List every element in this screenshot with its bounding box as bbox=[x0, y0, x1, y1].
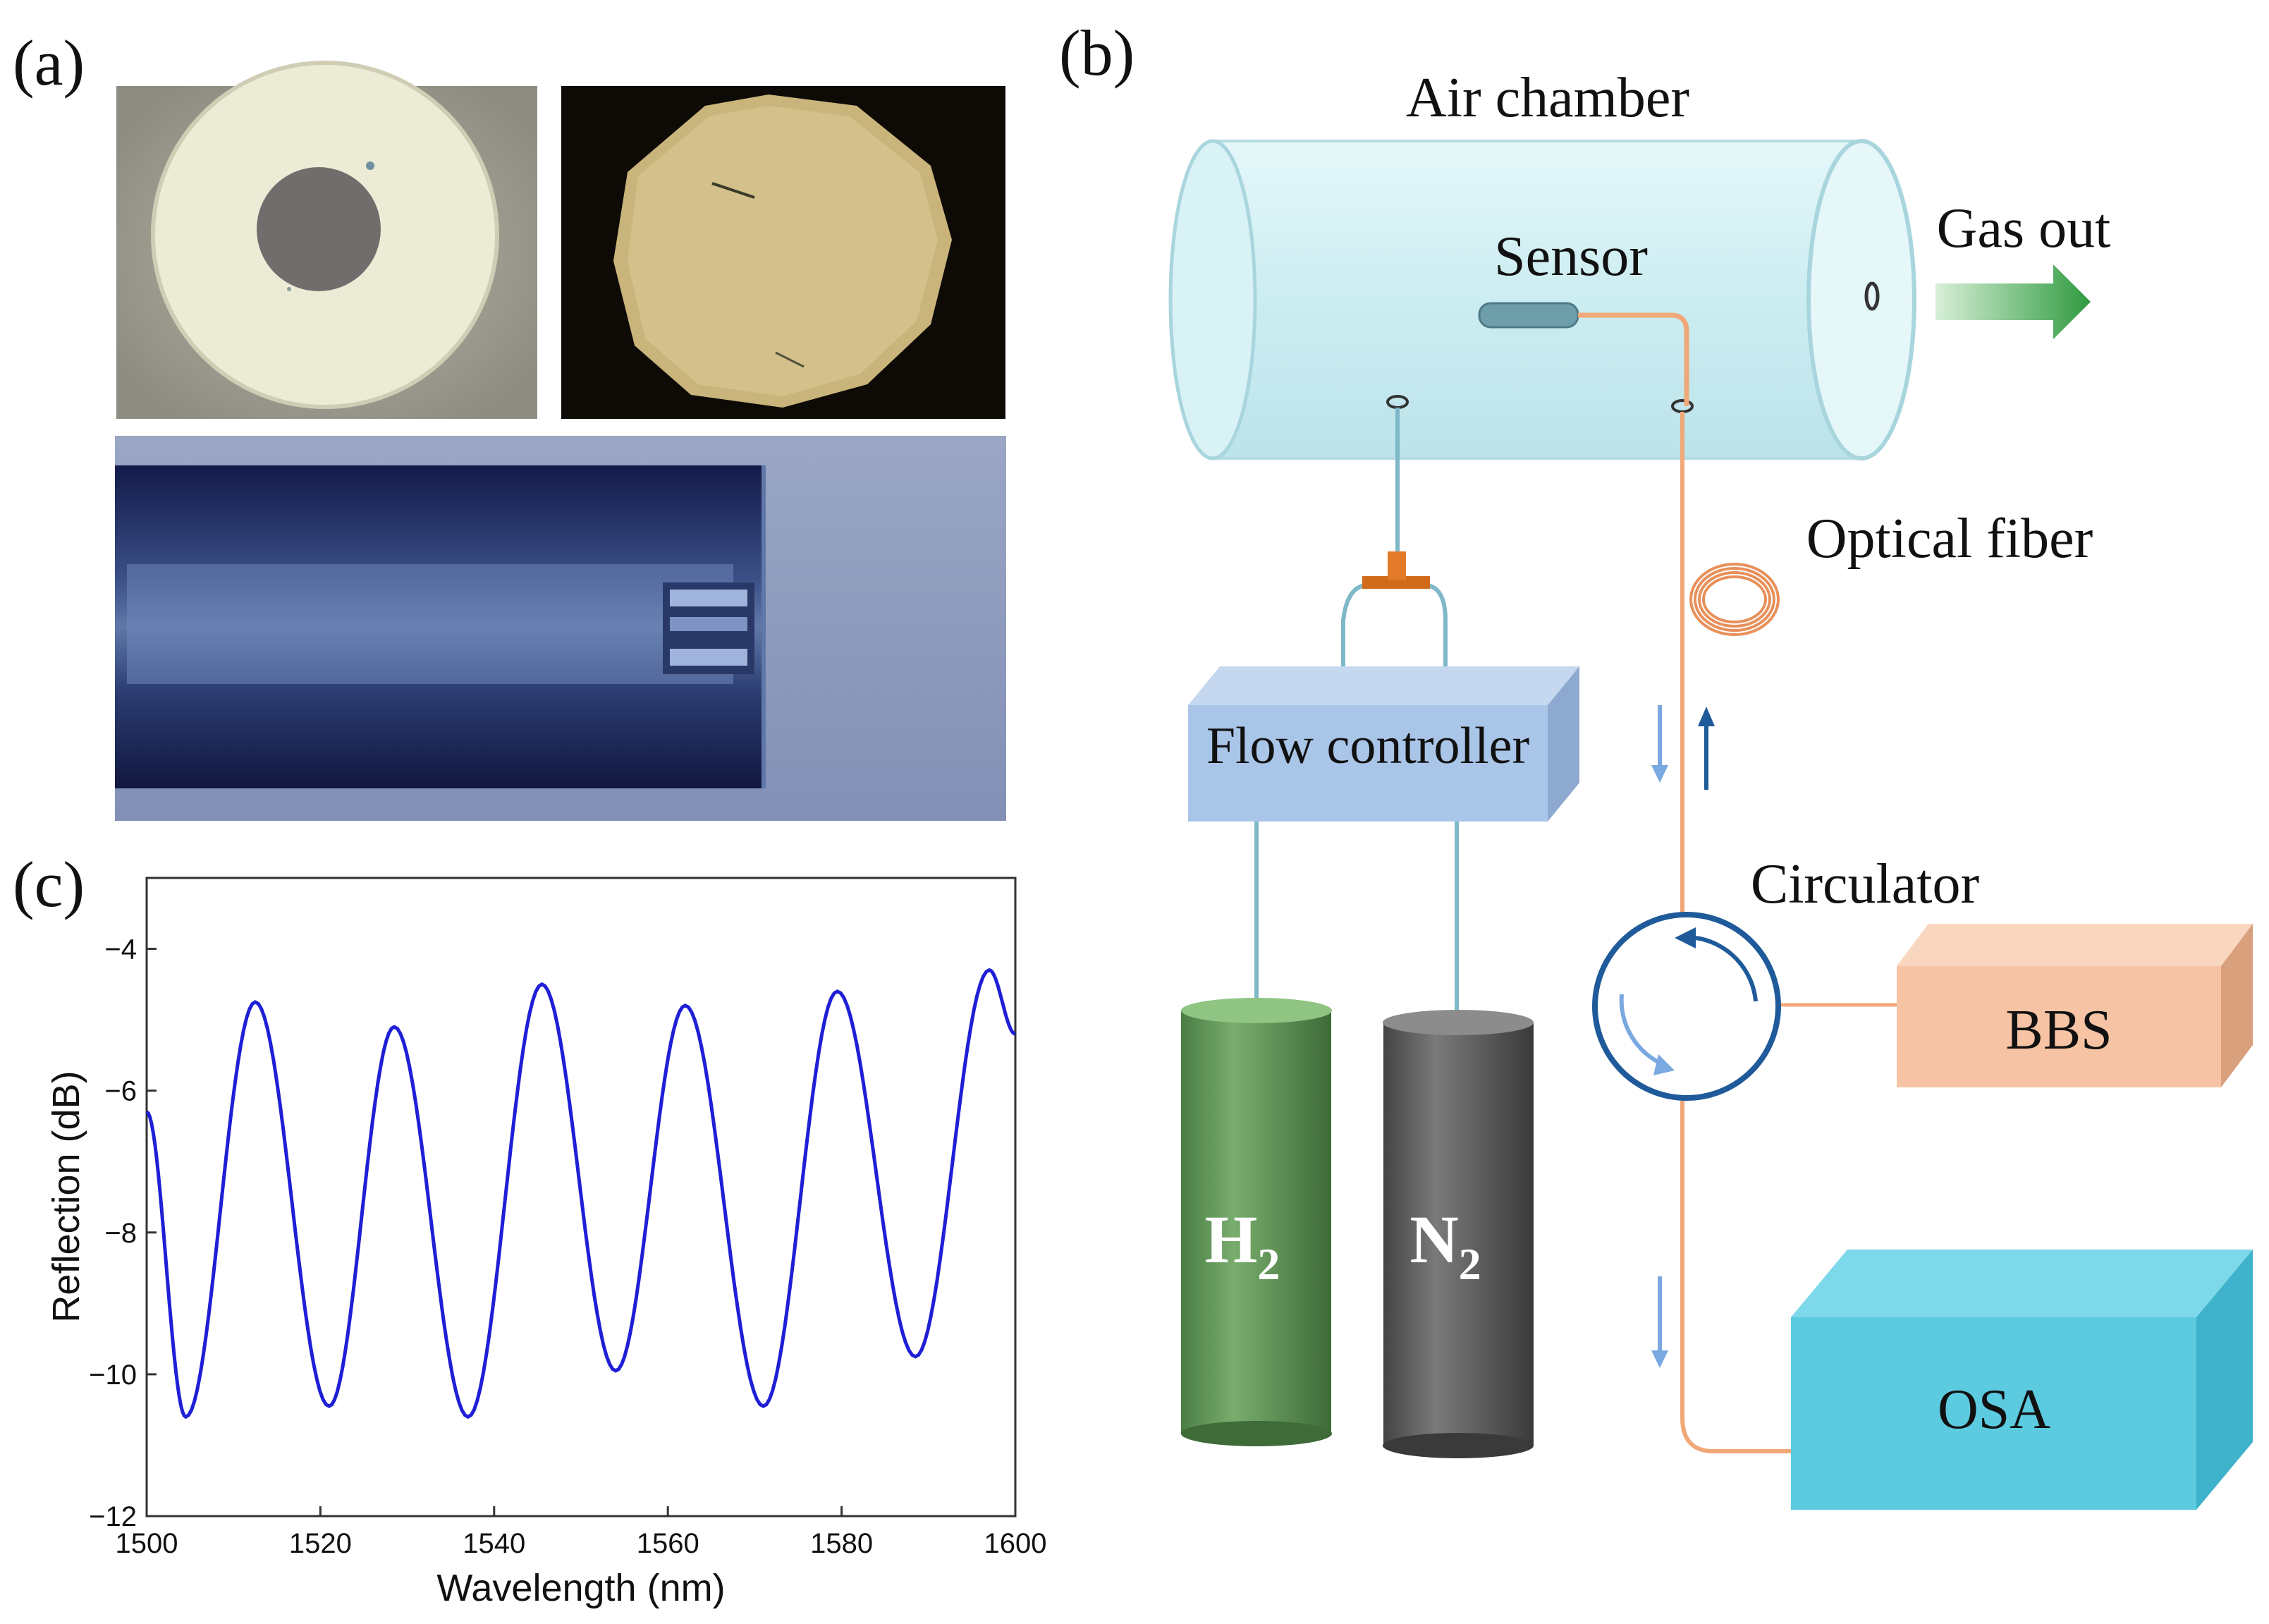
circulator-arrow-icon bbox=[1653, 1054, 1675, 1075]
panel-c-label: (c) bbox=[13, 848, 85, 920]
y-tick-label: −8 bbox=[104, 1218, 137, 1249]
flow-controller bbox=[1188, 666, 1579, 822]
reflection-spectrum-chart: −4 −6 −8 −10 −12 1500 1520 1540 1560 1580 1600 Wa… bbox=[45, 877, 1047, 1609]
fiber-coil bbox=[1689, 563, 1780, 636]
air-chamber-label: Air chamber bbox=[1406, 67, 1689, 129]
photo-fiber-end-face-hollow bbox=[116, 61, 537, 419]
fiber-inside-chamber bbox=[1578, 312, 1689, 406]
x-tick-label: 1580 bbox=[810, 1528, 873, 1559]
y-axis: −4 −6 −8 −10 −12 bbox=[89, 934, 157, 1532]
x-tick-label: 1560 bbox=[637, 1528, 699, 1559]
bbs-label: BBS bbox=[2005, 999, 2112, 1061]
photo-fiber-side-view bbox=[115, 436, 1006, 821]
arrow-down-icon bbox=[1651, 765, 1668, 783]
y-tick-label: −6 bbox=[104, 1076, 137, 1107]
panel-c: (c) −4 −6 −8 −10 −12 1500 1520 1540 1560 1580 160… bbox=[13, 848, 1046, 1609]
panel-b-label: (b) bbox=[1059, 17, 1134, 89]
light-direction-arrows bbox=[1651, 705, 1715, 1368]
n2-cylinder: N2 bbox=[1383, 1010, 1534, 1458]
h2-cylinder: H2 bbox=[1181, 998, 1332, 1446]
photo-coated-end-face bbox=[561, 86, 1005, 419]
y-tick-label: −12 bbox=[89, 1501, 137, 1532]
panel-a-label: (a) bbox=[13, 27, 85, 99]
h2-label: H2 bbox=[1205, 1202, 1280, 1289]
y-axis-label: Reflection (dB) bbox=[45, 1070, 87, 1322]
x-tick-label: 1540 bbox=[463, 1528, 525, 1559]
n2-label: N2 bbox=[1409, 1202, 1481, 1289]
t-connector bbox=[1362, 576, 1430, 589]
osa-label: OSA bbox=[1938, 1379, 2050, 1441]
gas-outlet-hole bbox=[1864, 281, 1880, 311]
x-tick-label: 1600 bbox=[984, 1528, 1047, 1559]
sensor-label: Sensor bbox=[1494, 226, 1648, 288]
x-tick-label: 1500 bbox=[116, 1528, 178, 1559]
arrow-up-icon bbox=[1698, 707, 1715, 726]
circulator bbox=[1592, 912, 1781, 1101]
arrow-down-icon bbox=[1651, 1350, 1668, 1368]
sensor bbox=[1478, 302, 1689, 406]
x-axis-label: Wavelength (nm) bbox=[436, 1567, 725, 1609]
x-axis: 1500 1520 1540 1560 1580 1600 bbox=[116, 1506, 1047, 1559]
gas-tubing bbox=[1341, 408, 1448, 666]
y-tick-label: −10 bbox=[89, 1360, 137, 1391]
flow-controller-label: Flow controller bbox=[1206, 717, 1529, 775]
circulator-arrow-icon bbox=[1675, 927, 1696, 948]
optical-fiber-label: Optical fiber bbox=[1806, 508, 2093, 570]
circulator-label: Circulator bbox=[1751, 853, 1979, 915]
air-chamber bbox=[1168, 139, 1916, 460]
bbs-box bbox=[1897, 924, 2253, 1087]
osa-box bbox=[1791, 1250, 2253, 1510]
y-tick-label: −4 bbox=[104, 934, 137, 965]
gas-out-label: Gas out bbox=[1937, 197, 2111, 260]
panel-b: (b) Air chamber Sensor Gas out bbox=[1059, 17, 2253, 1510]
plot-frame bbox=[145, 877, 1017, 1518]
x-tick-label: 1520 bbox=[289, 1528, 352, 1559]
gas-out-arrow bbox=[1935, 264, 2091, 339]
reflection-curve bbox=[145, 968, 1016, 1420]
panel-a: (a) bbox=[13, 27, 1006, 821]
